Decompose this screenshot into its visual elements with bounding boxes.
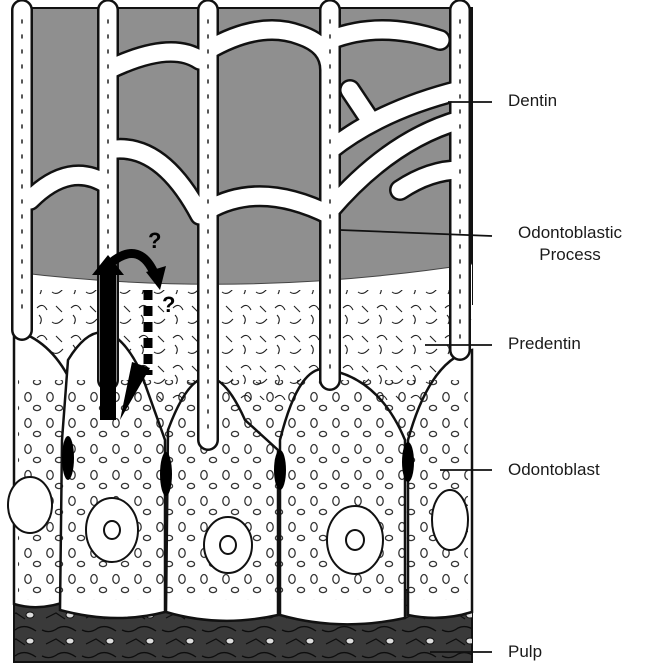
dentin-label: Dentin [508,90,557,112]
odontoblastic-process-label-line2: Process [496,244,644,266]
predentin-label: Predentin [508,333,581,355]
nucleus [8,477,52,533]
nucleus [432,490,468,550]
question-mark-upper: ? [148,228,161,253]
pulp-label: Pulp [508,641,542,663]
odontoblastic-process-label-line1: Odontoblastic [496,222,644,244]
question-mark-lower: ? [162,292,175,317]
odontoblastic-process-label: Odontoblastic Process [496,222,644,266]
odontoblast-label: Odontoblast [508,459,600,481]
